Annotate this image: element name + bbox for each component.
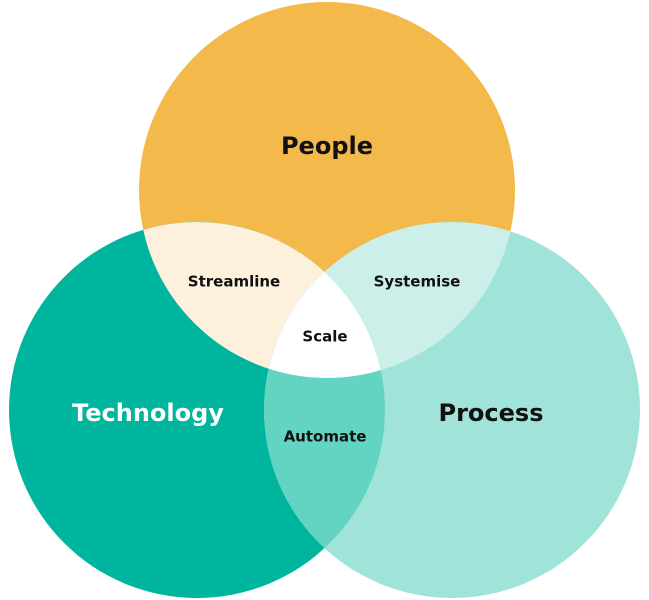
process-label: Process xyxy=(439,399,544,427)
scale-region xyxy=(264,222,385,378)
people-label: People xyxy=(281,132,373,160)
systemise-label: Systemise xyxy=(374,273,461,291)
automate-label: Automate xyxy=(284,428,367,446)
technology-label: Technology xyxy=(72,399,224,427)
streamline-label: Streamline xyxy=(188,273,280,291)
scale-label: Scale xyxy=(302,328,347,346)
